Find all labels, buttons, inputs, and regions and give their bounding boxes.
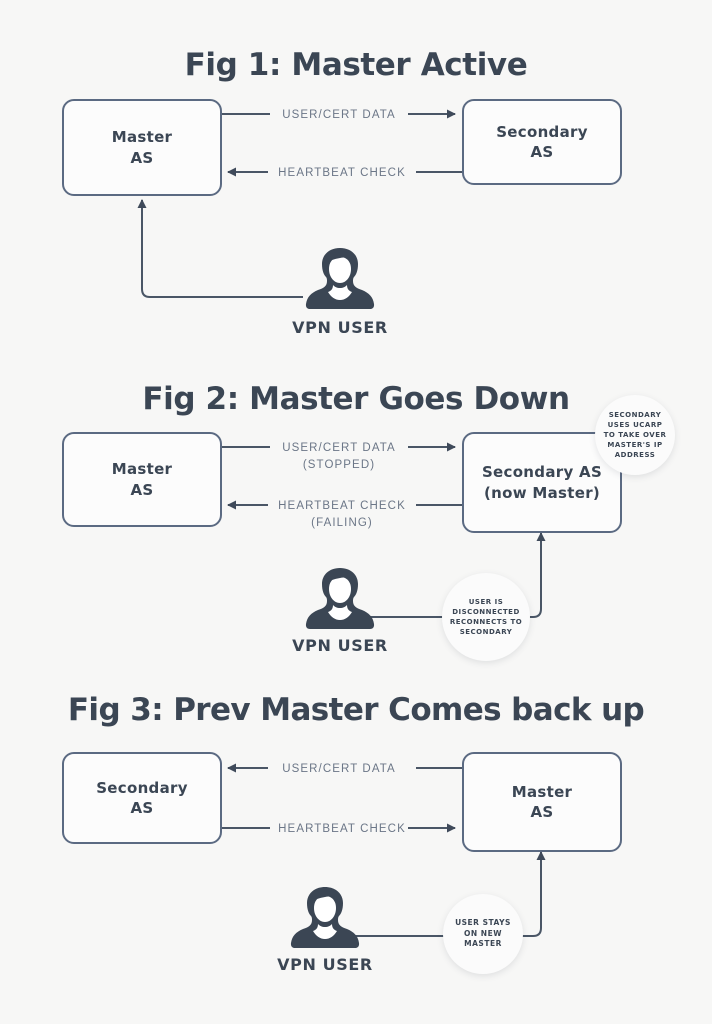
fig1-edge-user-to-master (137, 199, 303, 298)
fig1-secondary-line1: Secondary (496, 122, 588, 141)
fig2-ucarp-callout-text: SECONDARY USES UCARP TO TAKE OVER MASTER… (603, 410, 667, 460)
fig2-reconnect-callout: USER IS DISCONNECTED RECONNECTS TO SECON… (442, 573, 530, 661)
fig1-label-heartbeat-check-line1: HEARTBEAT CHECK (278, 167, 406, 179)
fig1-master-line2: AS (130, 148, 154, 167)
fig1-label-user-cert-data: USER/CERT DATA (272, 107, 406, 124)
fig3-label-heartbeat-check-line1: HEARTBEAT CHECK (278, 823, 406, 835)
person-icon (305, 248, 375, 309)
fig2-master-line2: AS (130, 480, 154, 499)
fig1-label-user-cert-data-line1: USER/CERT DATA (282, 109, 396, 121)
fig2-title: Fig 2: Master Goes Down (142, 381, 570, 417)
fig2-edge-user-to-secondary (360, 532, 546, 618)
fig2-label-heartbeat-check-line1: HEARTBEAT CHECK (278, 500, 406, 512)
fig1-vpn-user (300, 244, 380, 321)
fig2-label-user-cert-data: USER/CERT DATA (STOPPED) (272, 440, 406, 473)
fig1-secondary-box: Secondary AS (462, 99, 622, 185)
fig3-edge-user-to-master (345, 851, 546, 937)
fig2-label-user-cert-data-line1: USER/CERT DATA (282, 442, 396, 454)
fig2-secondary-box: Secondary AS (now Master) (462, 432, 622, 533)
fig3-vpn-user-caption: VPN USER (277, 955, 373, 974)
fig3-master-box: Master AS (462, 752, 622, 852)
person-icon (305, 568, 375, 629)
fig1-master-line1: Master (111, 128, 173, 147)
person-icon (290, 887, 360, 948)
fig3-secondary-box: Secondary AS (62, 752, 222, 844)
fig3-master-line1: Master (511, 782, 573, 801)
fig3-label-heartbeat-check: HEARTBEAT CHECK (266, 821, 418, 838)
fig1-master-box: Master AS (62, 99, 222, 196)
fig3-stay-callout: USER STAYS ON NEW MASTER (443, 894, 523, 974)
fig3-secondary-line1: Secondary (96, 778, 188, 797)
fig2-label-heartbeat-check-line2: (FAILING) (311, 516, 373, 529)
fig2-label-heartbeat-check: HEARTBEAT CHECK (FAILING) (266, 498, 418, 531)
fig1-vpn-user-caption: VPN USER (292, 318, 388, 337)
fig2-master-line1: Master (111, 460, 173, 479)
fig2-ucarp-callout: SECONDARY USES UCARP TO TAKE OVER MASTER… (595, 395, 675, 475)
fig2-label-user-cert-data-line2: (STOPPED) (302, 458, 376, 471)
fig2-vpn-user (300, 564, 380, 641)
fig1-label-heartbeat-check: HEARTBEAT CHECK (266, 165, 418, 182)
fig1-secondary-line2: AS (530, 143, 554, 161)
fig3-title: Fig 3: Prev Master Comes back up (67, 692, 645, 728)
fig2-reconnect-callout-text: USER IS DISCONNECTED RECONNECTS TO SECON… (449, 597, 523, 637)
fig3-secondary-line2: AS (130, 799, 154, 817)
fig1-title: Fig 1: Master Active (184, 47, 528, 83)
fig3-label-user-cert-data-line1: USER/CERT DATA (282, 763, 396, 775)
fig3-label-user-cert-data: USER/CERT DATA (272, 761, 406, 778)
fig3-master-line2: AS (530, 803, 554, 821)
fig2-secondary-line1: Secondary AS (481, 463, 603, 482)
fig3-stay-callout-text: USER STAYS ON NEW MASTER (455, 917, 511, 949)
fig2-vpn-user-caption: VPN USER (292, 636, 388, 655)
fig2-master-box: Master AS (62, 432, 222, 527)
fig3-vpn-user (285, 883, 365, 960)
fig2-secondary-line2: (now Master) (483, 483, 601, 502)
